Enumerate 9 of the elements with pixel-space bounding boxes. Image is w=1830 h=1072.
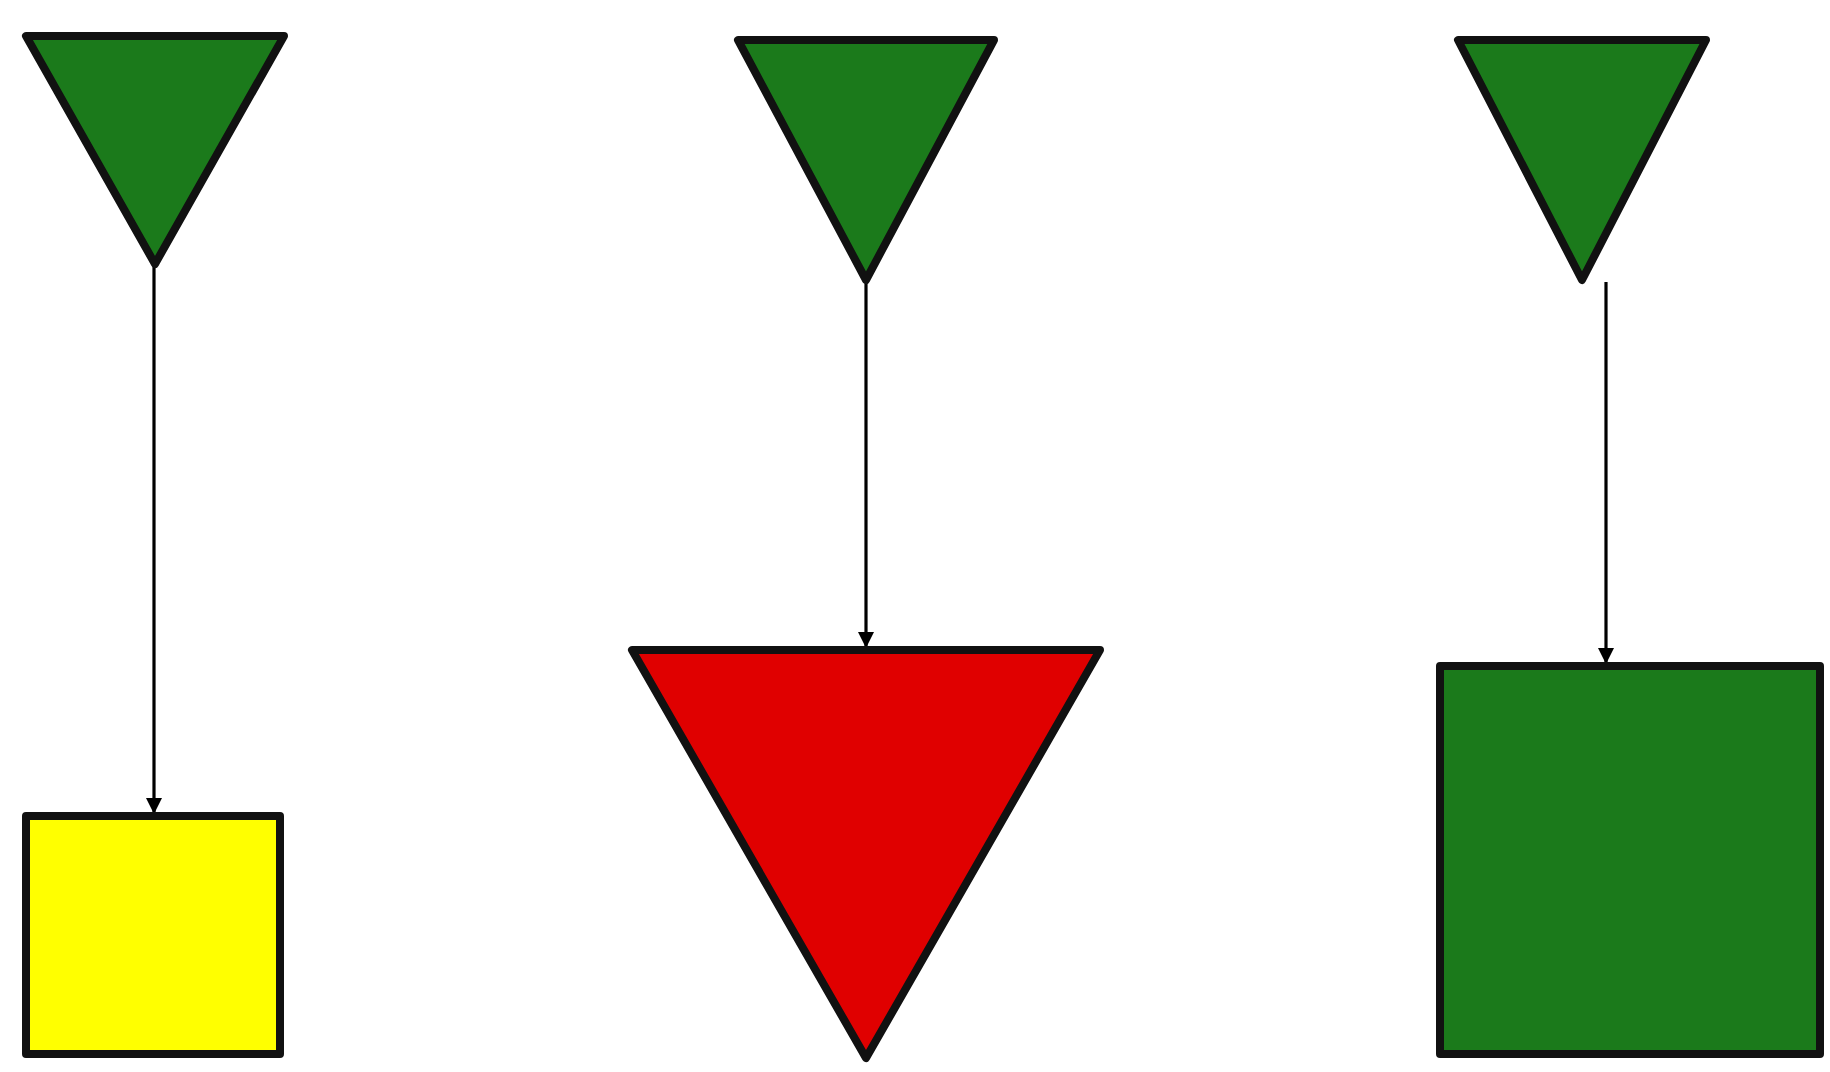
triangle-shape [22,32,288,268]
triangle-shape [734,36,998,284]
triangle-shape [628,646,1104,1062]
arrow [146,266,162,814]
triangle-shape [1454,36,1710,284]
arrow [858,282,874,648]
arrow [1598,282,1614,664]
square-shape [1436,662,1824,1058]
square-shape [22,812,284,1058]
